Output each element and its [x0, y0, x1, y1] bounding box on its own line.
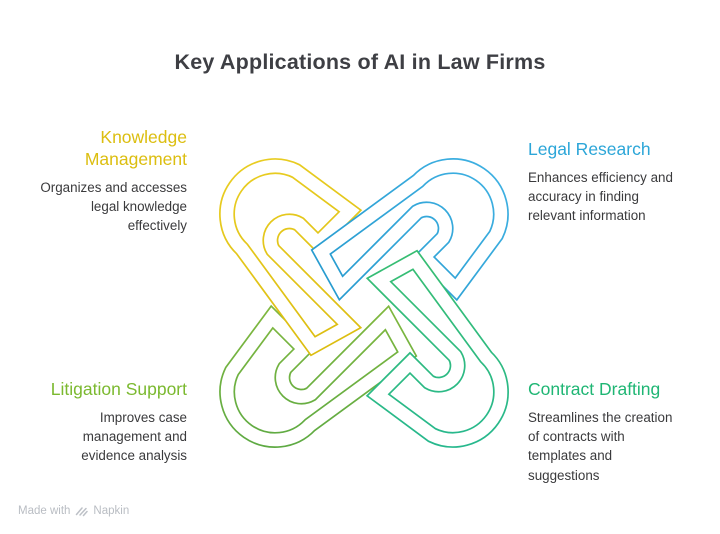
section-heading: Litigation Support — [50, 379, 187, 399]
section-heading: Legal Research — [528, 139, 651, 159]
napkin-brand-label: Napkin — [93, 505, 130, 517]
section-description: Enhances efficiency and accuracy in find… — [528, 170, 673, 224]
section-description: Improves case management and evidence an… — [81, 410, 187, 464]
section-description: Organizes and accesses legal knowledge e… — [40, 180, 187, 234]
napkin-logo-icon — [76, 507, 89, 517]
section-heading: Contract Drafting — [528, 379, 661, 399]
section-legal-research: Legal Research Enhances efficiency and a… — [528, 138, 703, 226]
section-litigation-support: Litigation Support Improves case managem… — [20, 378, 187, 466]
made-with-napkin-link[interactable]: Made with Napkin — [18, 505, 129, 517]
section-heading: Knowledge Management — [84, 127, 187, 169]
section-knowledge-management: Knowledge Management Organizes and acces… — [20, 126, 187, 236]
section-description: Streamlines the creation of contracts wi… — [528, 410, 673, 483]
made-with-label: Made with — [18, 505, 71, 517]
section-contract-drafting: Contract Drafting Streamlines the creati… — [528, 378, 708, 485]
knot-diagram — [202, 141, 526, 465]
page-title: Key Applications of AI in Law Firms — [174, 50, 546, 74]
